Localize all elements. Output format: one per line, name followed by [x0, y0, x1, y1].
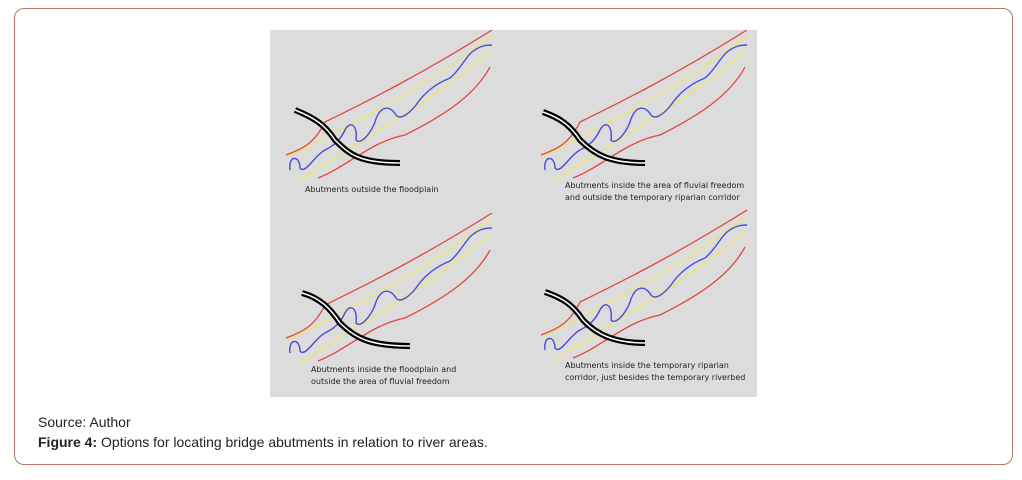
- floodplain-upper-line: [285, 30, 493, 156]
- river-line: [544, 224, 748, 351]
- caption-line: Abutments inside the temporary riparian: [565, 361, 729, 370]
- panel-4-caption: Abutments inside the temporary riparian c…: [565, 360, 745, 384]
- floodplain-lower-line: [317, 66, 491, 179]
- fluvial-freedom-upper-line: [540, 215, 748, 339]
- floodplain-lower-line: [572, 66, 746, 179]
- fluvial-freedom-upper-line: [540, 35, 748, 159]
- caption-line: Abutments inside the floodplain and: [311, 365, 457, 374]
- panel-1-caption: Abutments outside the floodplain: [305, 184, 439, 196]
- floodplain-upper-line: [285, 212, 493, 339]
- river-line: [289, 227, 493, 354]
- panel-3: [285, 212, 493, 364]
- caption-line: Abutments inside the area of fluvial fre…: [565, 181, 745, 190]
- panel-2: [540, 30, 748, 181]
- fluvial-freedom-upper-line: [285, 35, 493, 159]
- caption-line: corridor, just besides the temporary riv…: [565, 373, 746, 382]
- fluvial-freedom-lower-line: [554, 51, 746, 181]
- river-diagrams: [285, 30, 748, 364]
- bridge-deck: [542, 111, 646, 164]
- panel-3-caption: Abutments inside the floodplain and outsi…: [311, 364, 456, 388]
- bridge-deck: [294, 109, 401, 164]
- bridge-deck: [544, 291, 646, 344]
- floodplain-upper-line: [540, 209, 748, 336]
- river-line: [544, 44, 748, 171]
- panel-1: [285, 30, 493, 181]
- caption-line: outside the area of fluvial freedom: [311, 377, 450, 386]
- source-note: Source: Author: [38, 414, 131, 430]
- fluvial-freedom-lower-line: [554, 231, 746, 361]
- figure-caption-text: Options for locating bridge abutments in…: [97, 434, 488, 450]
- figure-label: Figure 4:: [38, 434, 98, 450]
- caption-line: and outside the temporary riparian corri…: [565, 193, 740, 202]
- bridge-deck: [301, 292, 411, 347]
- floodplain-upper-line: [540, 30, 748, 156]
- figure-frame: [14, 8, 1013, 465]
- river-line: [289, 44, 493, 171]
- fluvial-freedom-lower-line: [299, 51, 491, 181]
- panel-4: [540, 209, 748, 361]
- fluvial-freedom-upper-line: [285, 218, 493, 342]
- figure-caption: Figure 4: Options for locating bridge ab…: [38, 434, 488, 450]
- figure-image: Abutments outside the floodplain Abutmen…: [270, 30, 757, 397]
- floodplain-lower-line: [572, 246, 746, 359]
- fluvial-freedom-lower-line: [299, 234, 491, 364]
- panel-2-caption: Abutments inside the area of fluvial fre…: [565, 180, 744, 204]
- caption-line: Abutments outside the floodplain: [305, 185, 439, 194]
- floodplain-lower-line: [317, 249, 491, 362]
